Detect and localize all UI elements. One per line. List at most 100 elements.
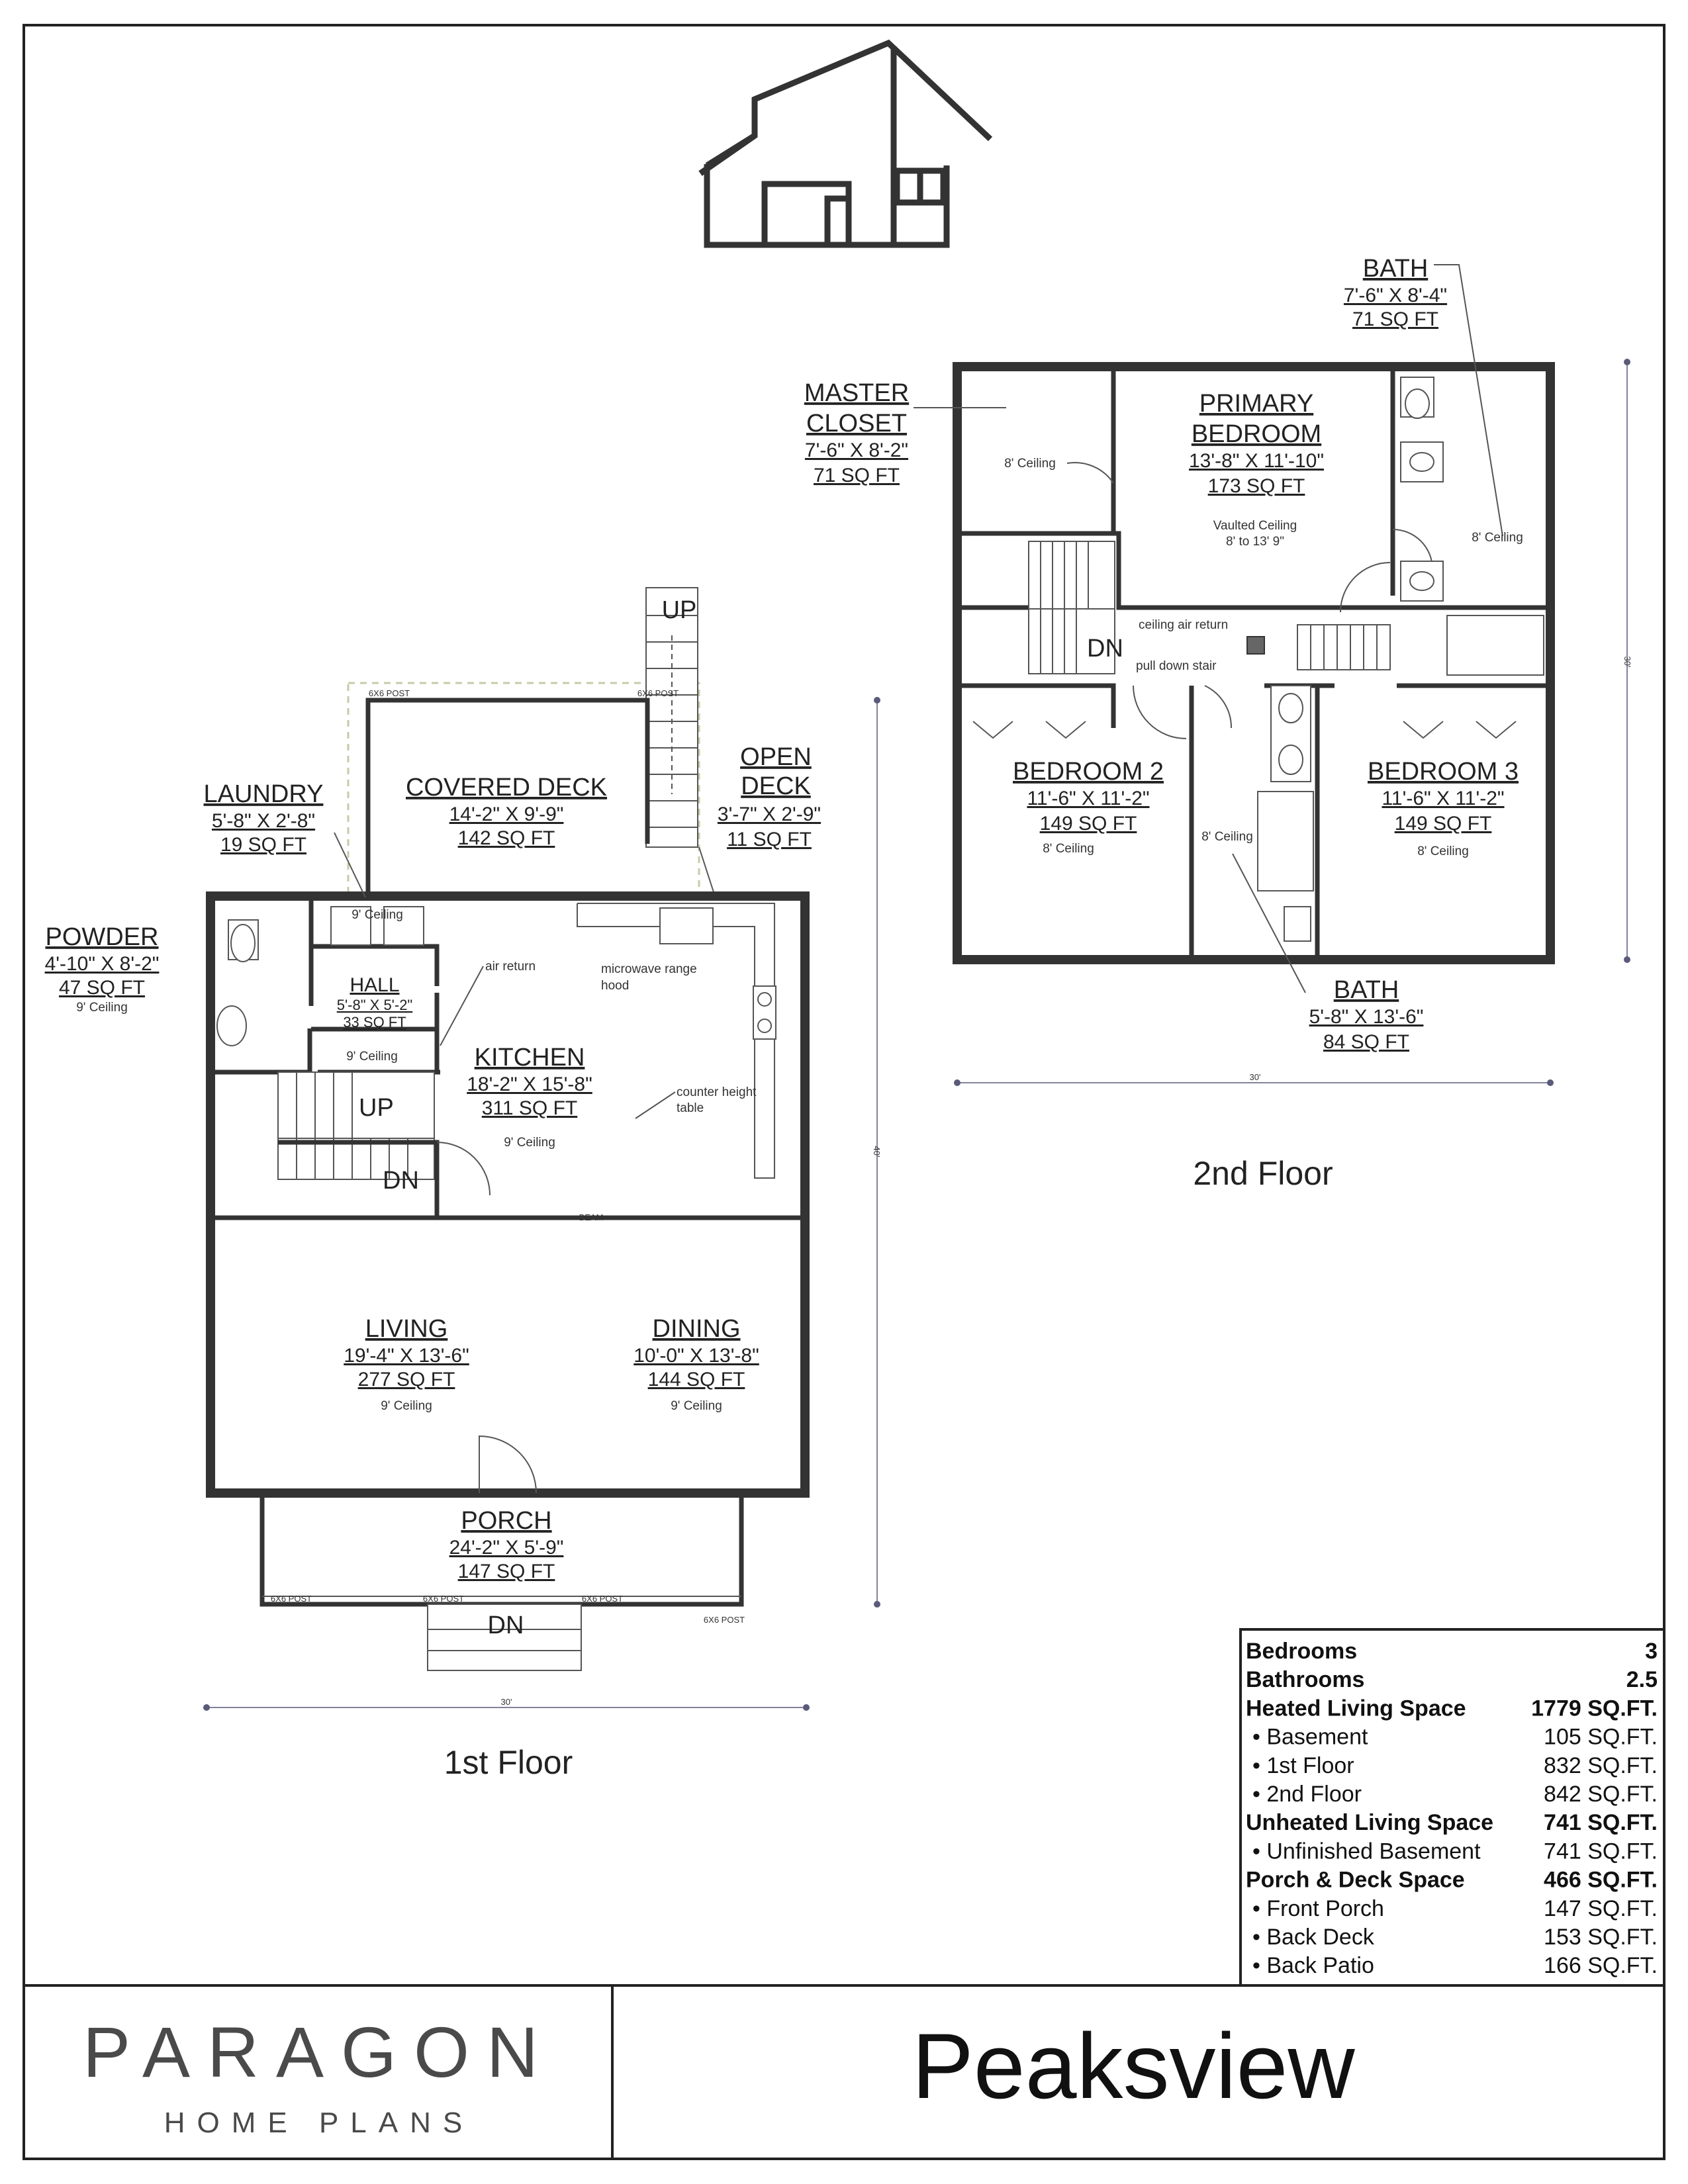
porch-post-2: 6X6 POST (423, 1594, 464, 1604)
pull-down-stair-note: pull down stair (1136, 659, 1217, 673)
stat-label: • Back Patio (1252, 1953, 1374, 1978)
dining-dims: 10'-0" X 13'-8" (633, 1345, 759, 1367)
porch-steps (427, 1604, 582, 1671)
counter-note-1: counter height (677, 1085, 757, 1099)
living-area: 277 SQ FT (358, 1369, 455, 1390)
open-deck-name-2: DECK (741, 772, 811, 800)
bath-top-dims: 7'-6" X 8'-4" (1344, 285, 1447, 306)
primary-bedroom-name-1: PRIMARY (1199, 390, 1313, 418)
beam-label: BEAM (579, 1212, 604, 1222)
powder-dims: 4'-10" X 8'-2" (45, 953, 160, 975)
master-closet-ceiling: 8' Ceiling (1004, 457, 1056, 471)
brand-name: PARAGON (83, 2012, 555, 2092)
primary-bedroom-name-2: BEDROOM (1192, 420, 1321, 448)
deck-post-left: 6X6 POST (369, 688, 410, 698)
first-floor-depth-dim: 40' (872, 1146, 882, 1158)
second-floor-width-dim: 30' (1250, 1072, 1261, 1082)
porch-name: PORCH (461, 1507, 551, 1535)
stat-label: Bedrooms (1246, 1639, 1357, 1664)
laundry-area: 19 SQ FT (220, 834, 306, 856)
deck-post-right: 6X6 POST (637, 688, 679, 698)
dining-area: 144 SQ FT (648, 1369, 745, 1390)
stat-value: 105 SQ.FT. (1544, 1725, 1658, 1750)
bedroom2-ceiling: 8' Ceiling (1043, 842, 1094, 856)
kitchen-dims: 18'-2" X 15'-8" (467, 1073, 592, 1095)
counter-note-2: table (677, 1101, 704, 1115)
back-stair-up-label: UP (662, 596, 697, 624)
sheet-border (23, 24, 1665, 2160)
microwave-note-2: hood (601, 979, 629, 993)
hall-area: 33 SQ FT (343, 1014, 406, 1030)
air-return-note: air return (485, 960, 536, 974)
bedroom2-dims: 11'-6" X 11'-2" (1027, 788, 1149, 809)
stair-up-label: UP (359, 1094, 394, 1122)
kitchen-name: KITCHEN (475, 1044, 585, 1071)
stat-label: • Basement (1252, 1725, 1368, 1750)
microwave-note-1: microwave range (601, 962, 697, 976)
bedroom3-ceiling: 8' Ceiling (1417, 844, 1469, 858)
stat-value: 3 (1645, 1639, 1658, 1664)
second-floor-plan: BATH 7'-6" X 8'-4" 71 SQ FT 8' Ceiling M… (804, 255, 1632, 1192)
primary-bedroom-dims: 13'-8" X 11'-10" (1189, 450, 1324, 472)
house-logo-icon (698, 39, 993, 248)
stat-label: Heated Living Space (1246, 1696, 1466, 1721)
living-ceiling: 9' Ceiling (381, 1399, 432, 1413)
first-floor-width-dim: 30' (501, 1697, 512, 1707)
porch-dn-label: DN (488, 1612, 524, 1639)
bedroom2-name: BEDROOM 2 (1013, 758, 1164, 786)
stair-dn-label: DN (383, 1167, 419, 1195)
covered-deck-area: 142 SQ FT (458, 827, 555, 849)
bath-bottom-ceiling: 8' Ceiling (1201, 830, 1253, 844)
stat-value: 741 SQ.FT. (1544, 1810, 1658, 1835)
powder-ceiling: 9' Ceiling (76, 1001, 128, 1015)
master-closet-name-2: CLOSET (806, 410, 907, 437)
stat-label: • Unfinished Basement (1252, 1839, 1481, 1864)
primary-bedroom-area: 173 SQ FT (1208, 475, 1305, 497)
bath-top-ceiling: 8' Ceiling (1472, 531, 1523, 545)
first-floor-plan: LAUNDRY 5'-8" X 2'-8" 19 SQ FT COVERED D… (45, 587, 882, 1781)
open-deck-name-1: OPEN (740, 743, 812, 771)
stat-value: 147 SQ.FT. (1544, 1896, 1658, 1921)
bedroom3-area: 149 SQ FT (1395, 813, 1492, 835)
brand-tagline: HOME PLANS (164, 2107, 475, 2139)
porch-area: 147 SQ FT (458, 1561, 555, 1582)
kitchen-area: 311 SQ FT (482, 1097, 578, 1119)
dining-name: DINING (653, 1315, 741, 1343)
porch-post-3: 6X6 POST (582, 1594, 623, 1604)
stat-label: • 1st Floor (1252, 1753, 1354, 1778)
stat-label: • Back Deck (1252, 1925, 1375, 1950)
laundry-ceiling: 9' Ceiling (352, 908, 403, 922)
bedroom2-area: 149 SQ FT (1040, 813, 1137, 835)
laundry-dims: 5'-8" X 2'-8" (212, 810, 315, 832)
porch-dims: 24'-2" X 5'-9" (449, 1537, 564, 1559)
master-closet-name-1: MASTER (804, 379, 909, 407)
stat-label: • Front Porch (1252, 1896, 1384, 1921)
bath-top-name: BATH (1363, 255, 1429, 283)
laundry-name: LAUNDRY (204, 780, 324, 808)
master-closet-dims: 7'-6" X 8'-2" (805, 439, 908, 461)
stat-value: 153 SQ.FT. (1544, 1925, 1658, 1950)
porch-post-1: 6X6 POST (271, 1594, 312, 1604)
stat-value: 741 SQ.FT. (1544, 1839, 1658, 1864)
stat-label: Unheated Living Space (1246, 1810, 1493, 1835)
second-stair-dn-label: DN (1087, 635, 1123, 662)
stat-value: 842 SQ.FT. (1544, 1782, 1658, 1807)
stat-value: 166 SQ.FT. (1544, 1953, 1658, 1978)
stat-label: • 2nd Floor (1252, 1782, 1362, 1807)
bath-bottom-name: BATH (1334, 976, 1399, 1004)
plan-name: Peaksview (912, 2014, 1355, 2118)
open-deck-dims: 3'-7" X 2'-9" (718, 803, 821, 825)
stat-value: 466 SQ.FT. (1544, 1868, 1658, 1893)
stat-value: 2.5 (1626, 1667, 1658, 1692)
powder-name: POWDER (46, 923, 159, 951)
main-stair (277, 1071, 435, 1180)
porch-post-4: 6X6 POST (704, 1615, 745, 1625)
back-stair (645, 587, 698, 848)
master-closet-area: 71 SQ FT (814, 465, 900, 486)
ceiling-air-return-note: ceiling air return (1139, 618, 1228, 632)
covered-deck-dims: 14'-2" X 9'-9" (449, 803, 564, 825)
first-floor-label: 1st Floor (444, 1744, 573, 1781)
dining-ceiling: 9' Ceiling (671, 1399, 722, 1413)
